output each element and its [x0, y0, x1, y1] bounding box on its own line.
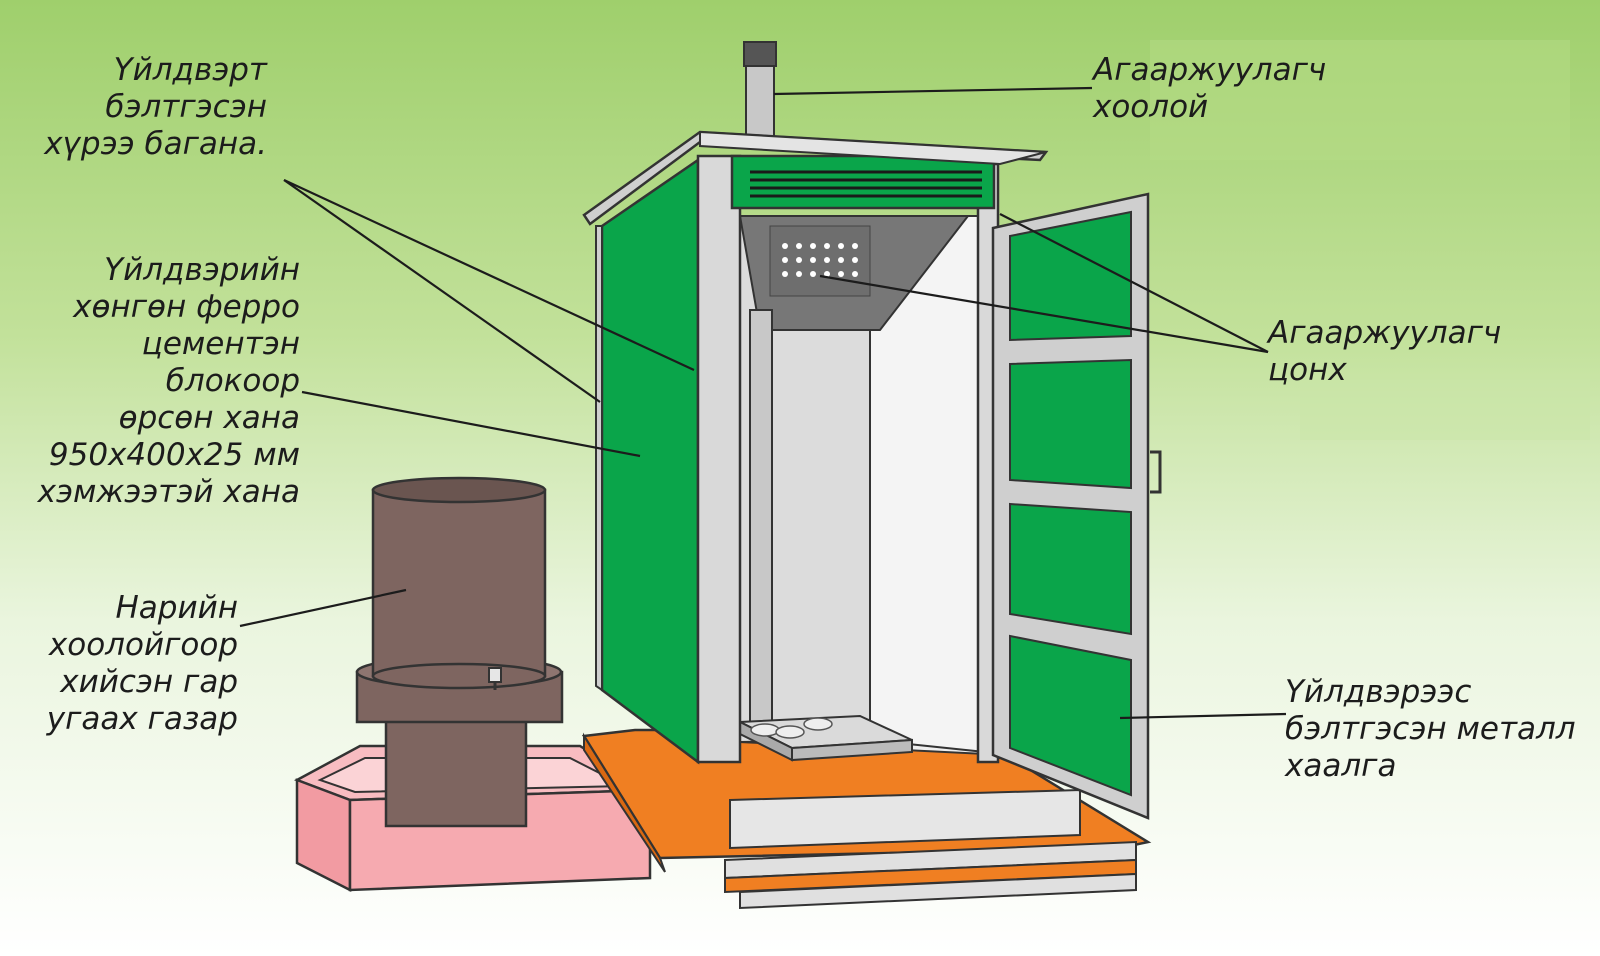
- label-line: Агааржуулагч: [1093, 52, 1327, 88]
- label-line: хоолой: [1093, 89, 1209, 125]
- label-vent-pipe: Агааржуулагч хоолой: [1093, 52, 1326, 126]
- vent-window-holes: [782, 243, 858, 277]
- leader-wall: [301, 390, 641, 458]
- label-line: хүрээ багана.: [44, 126, 267, 162]
- label-line: блокоор: [165, 363, 300, 399]
- label-line: Үйлдвэрийн: [104, 252, 300, 288]
- leader-window-2: [999, 213, 1269, 353]
- leader-pillar-2: [283, 179, 601, 403]
- label-wall: Үйлдвэрийн хөнгөн ферро цементэн блокоор…: [38, 252, 300, 511]
- toilet-slab: [736, 714, 913, 762]
- label-line: бэлтгэсэн металл: [1285, 711, 1576, 747]
- label-line: угаах газар: [46, 701, 238, 737]
- metal-door: [991, 192, 1162, 820]
- label-line: 950х400х25 мм: [48, 437, 300, 473]
- label-line: хэмжээтэй хана: [37, 474, 300, 510]
- leader-handwash: [239, 588, 407, 628]
- label-line: хоолойгоор: [48, 627, 238, 663]
- leader-lines: [239, 86, 1287, 720]
- label-line: өрсөн хана: [118, 400, 300, 436]
- label-frame-pillar: Үйлдвэрт бэлтгэсэн хүрээ багана.: [44, 52, 267, 163]
- label-line: Үйлдвэрт: [113, 52, 267, 88]
- label-line: цементэн: [141, 326, 300, 362]
- leader-pipe: [773, 86, 1093, 96]
- label-line: хөнгөн ферро: [73, 289, 300, 325]
- leader-door: [1119, 712, 1287, 720]
- label-line: Нарийн: [115, 590, 238, 626]
- label-line: хаалга: [1285, 748, 1397, 784]
- label-line: цонх: [1268, 352, 1347, 388]
- label-line: Үйлдвэрээс: [1285, 674, 1472, 710]
- handwash-tank: [355, 476, 564, 828]
- roof: [582, 130, 1049, 226]
- label-vent-window: Агааржуулагч цонх: [1268, 315, 1501, 389]
- label-handwash: Нарийн хоолойгоор хийсэн гар угаах газар: [47, 590, 238, 738]
- leader-pillar-1: [283, 179, 695, 371]
- label-metal-door: Үйлдвэрээс бэлтгэсэн металл хаалга: [1285, 674, 1576, 785]
- label-line: хийсэн гар: [60, 664, 238, 700]
- booth-left-wall: [595, 157, 700, 765]
- leader-window-1: [819, 274, 1269, 354]
- label-line: Агааржуулагч: [1268, 315, 1502, 351]
- label-line: бэлтгэсэн: [105, 89, 267, 125]
